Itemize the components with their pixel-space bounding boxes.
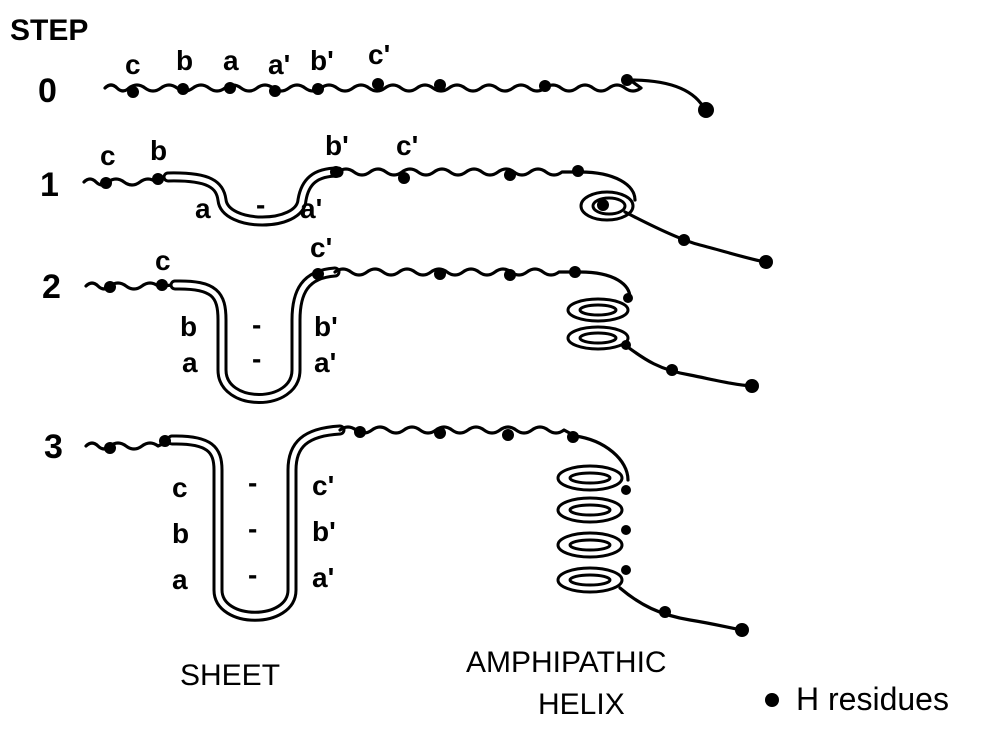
- residue-label-b-prime: b': [325, 130, 349, 161]
- residue-label-c: c: [172, 472, 188, 503]
- residue-label-c: c: [125, 49, 141, 80]
- residue-label-c-prime: c': [312, 470, 334, 501]
- legend-marker-dot: [765, 693, 779, 707]
- h-residue: [434, 79, 446, 91]
- h-residue: [330, 166, 342, 178]
- h-residue: [312, 268, 324, 280]
- pair-dash: -: [248, 467, 257, 498]
- step-title: STEP: [10, 14, 88, 47]
- h-residue: [159, 435, 171, 447]
- caption-helix-line-2: HELIX: [538, 688, 625, 721]
- h-residues-step-0: [127, 74, 714, 118]
- h-residue: [621, 525, 631, 535]
- chain-step-2-right: [335, 269, 630, 298]
- h-residue: [621, 565, 631, 575]
- residue-label-a-prime: a': [312, 562, 334, 593]
- residue-label-a: a: [195, 193, 211, 224]
- h-residue: [745, 379, 759, 393]
- h-residue: [572, 165, 584, 177]
- h-residue: [434, 427, 446, 439]
- pair-dash: -: [256, 189, 265, 220]
- h-residue: [698, 102, 714, 118]
- helix-step-3: [558, 466, 622, 592]
- h-residue: [156, 279, 168, 291]
- step-2: 2 c c' b - b' a - a': [42, 232, 759, 399]
- h-residue: [678, 234, 690, 246]
- residue-label-a: a: [172, 564, 188, 595]
- residue-label-b: b: [176, 45, 193, 76]
- residue-label-b: b: [180, 311, 197, 342]
- step-number-0: 0: [38, 72, 57, 110]
- residue-label-a-prime: a': [268, 49, 290, 80]
- step-0: 0 c b a a' b' c': [38, 39, 714, 118]
- h-residue: [735, 623, 749, 637]
- step-number-2: 2: [42, 268, 61, 306]
- pair-dash: -: [252, 309, 261, 340]
- pair-dash: -: [252, 343, 261, 374]
- residue-label-c-prime: c': [368, 39, 390, 70]
- h-residue: [224, 82, 236, 94]
- h-residue: [104, 442, 116, 454]
- residue-label-b-prime: b': [314, 311, 338, 342]
- helix-step-2: [568, 299, 628, 349]
- h-residue: [100, 177, 112, 189]
- h-residue: [621, 340, 631, 350]
- pair-dash: -: [248, 513, 257, 544]
- h-residue: [623, 293, 633, 303]
- residue-label-b: b: [172, 518, 189, 549]
- h-residue: [504, 269, 516, 281]
- pair-dash: -: [248, 559, 257, 590]
- h-residue: [504, 169, 516, 181]
- h-residue: [398, 172, 410, 184]
- h-residue: [104, 281, 116, 293]
- residue-label-b-prime: b': [310, 45, 334, 76]
- h-residue: [177, 83, 189, 95]
- h-residue: [597, 199, 609, 211]
- step-number-1: 1: [40, 166, 59, 204]
- h-residue: [659, 606, 671, 618]
- h-residue: [434, 268, 446, 280]
- step-3: 3 c - c': [44, 426, 749, 637]
- caption-sheet: SHEET: [180, 659, 280, 692]
- h-residue: [312, 83, 324, 95]
- h-residue: [152, 173, 164, 185]
- residue-label-c-prime: c': [310, 232, 332, 263]
- caption-helix-line-1: AMPHIPATHIC: [466, 646, 667, 679]
- residue-label-a: a: [223, 45, 239, 76]
- residue-label-a: a: [182, 347, 198, 378]
- h-residue: [372, 78, 384, 90]
- h-residue: [621, 74, 633, 86]
- h-residue: [621, 485, 631, 495]
- chain-step-0: [105, 80, 705, 110]
- h-residue: [269, 85, 281, 97]
- legend-label: H residues: [796, 681, 949, 717]
- step-number-3: 3: [44, 428, 63, 466]
- residue-label-c-prime: c': [396, 130, 418, 161]
- residue-label-b-prime: b': [312, 516, 336, 547]
- h-residue: [569, 266, 581, 278]
- residue-label-a-prime: a': [314, 347, 336, 378]
- step-1: 1 c b b' c' a - a': [40, 130, 773, 269]
- h-residue: [759, 255, 773, 269]
- legend: H residues: [765, 681, 949, 717]
- h-residue: [666, 364, 678, 376]
- h-residue: [539, 80, 551, 92]
- h-residues-step-3: [104, 426, 749, 637]
- h-residue: [354, 426, 366, 438]
- residue-label-c: c: [100, 140, 116, 171]
- residue-label-b: b: [150, 135, 167, 166]
- residue-label-a-prime: a': [300, 193, 322, 224]
- residue-label-c: c: [155, 245, 171, 276]
- h-residue: [567, 431, 579, 443]
- h-residue: [127, 86, 139, 98]
- h-residue: [502, 429, 514, 441]
